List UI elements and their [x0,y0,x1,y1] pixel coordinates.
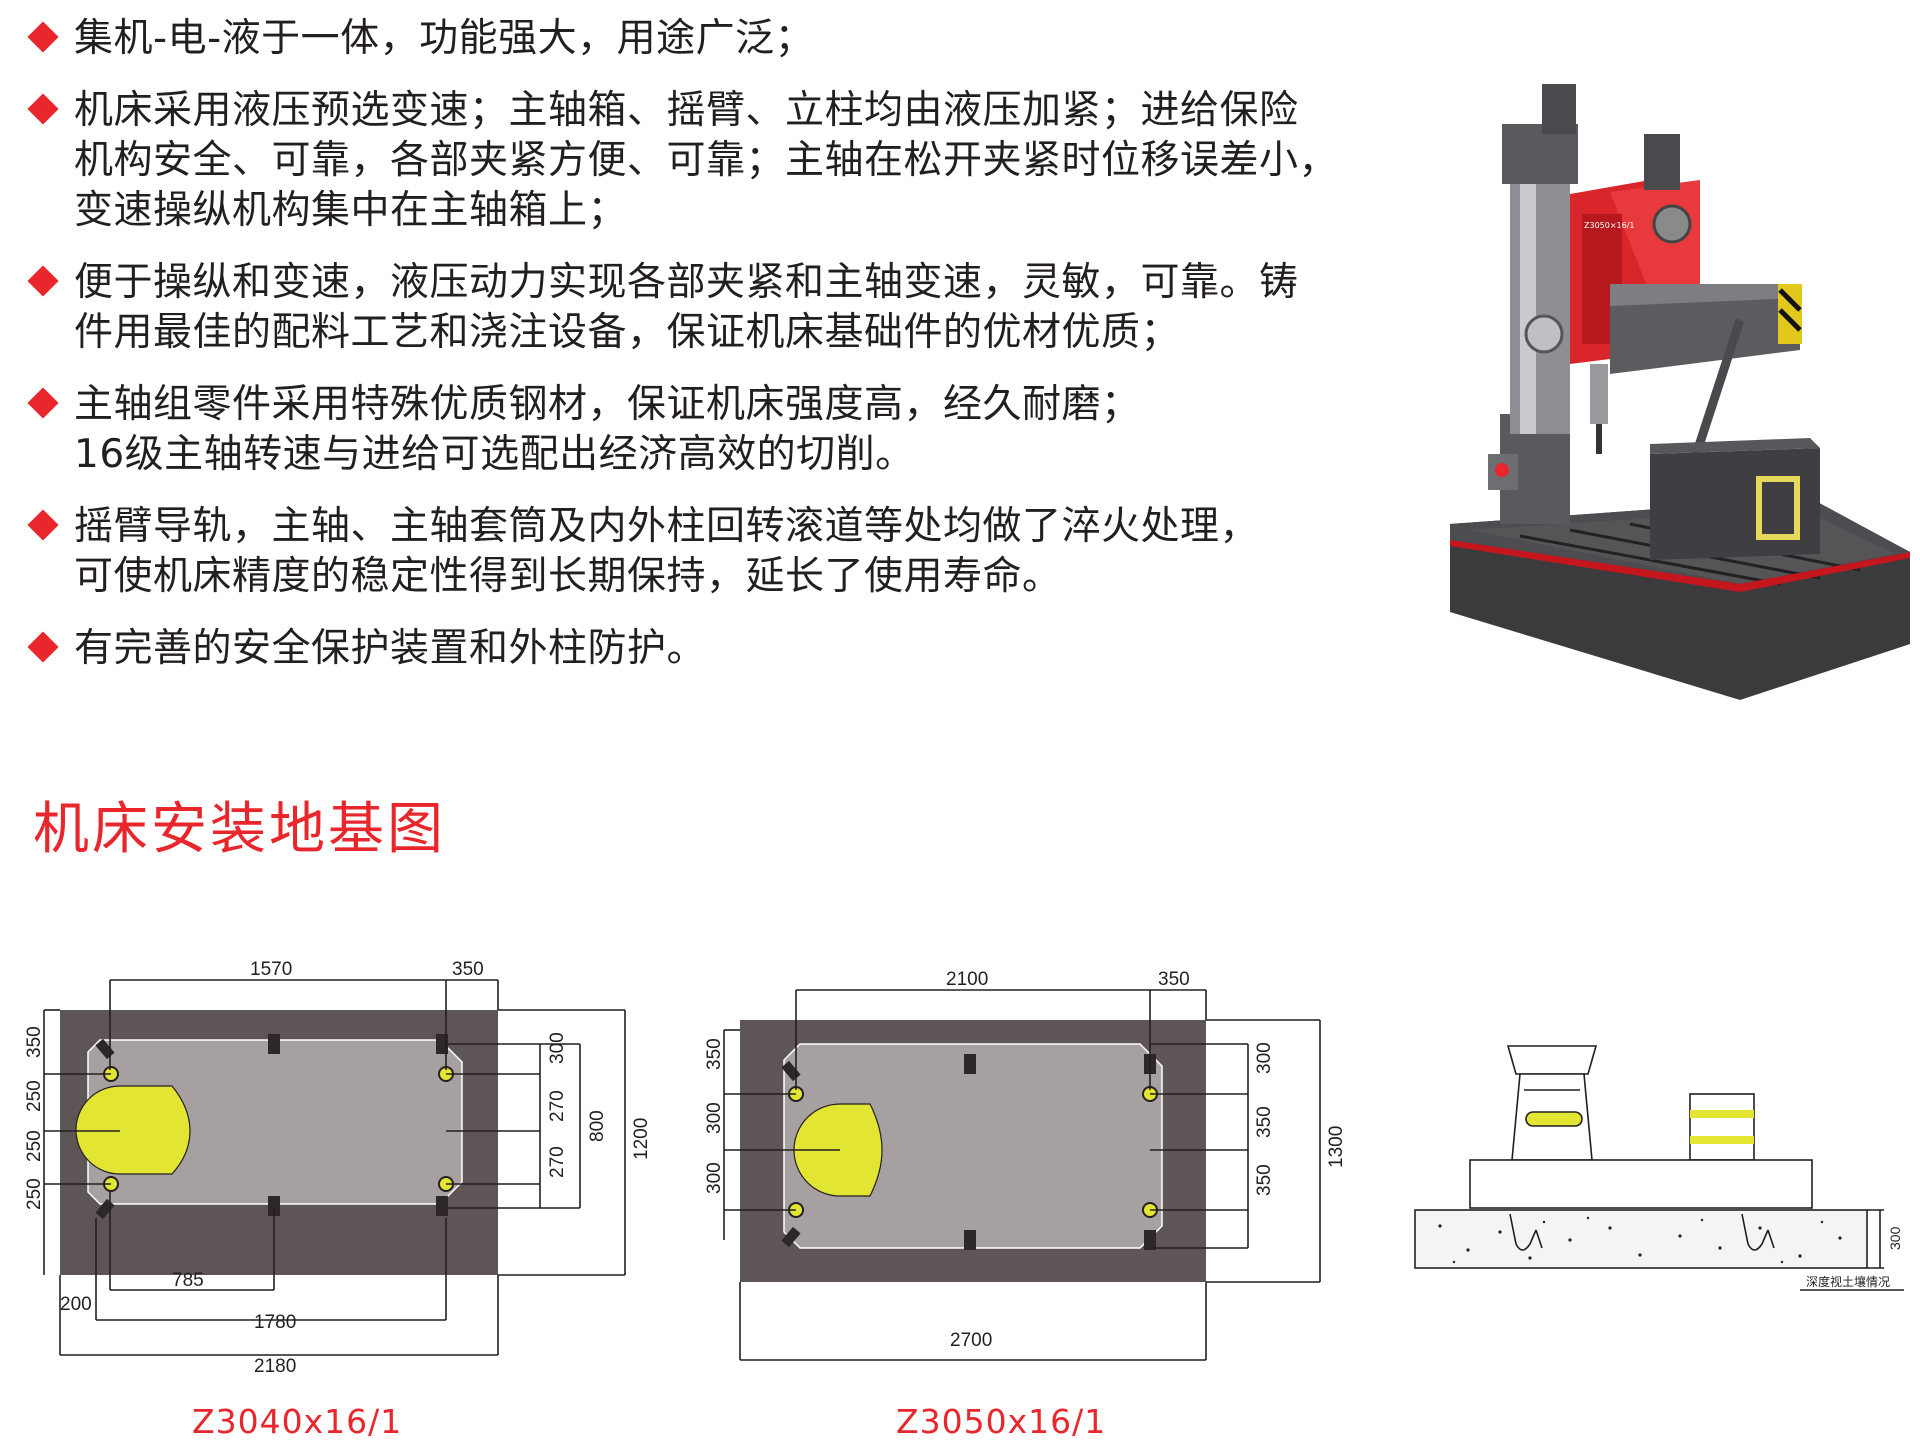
radial-drill-illustration: Z3050×16/1 [1450,84,1910,700]
feature-line: 可使机床精度的稳定性得到长期保持，延长了使用寿命。 [74,554,1062,599]
feature-list: 集机-电-液于一体，功能强大，用途广泛； 机床采用液压预选变速；主轴箱、摇臂、立柱… [22,14,1472,696]
dim-depth-300: 300 [1887,1226,1903,1250]
dim-270-right-1: 270 [547,1090,568,1122]
feature-line: 机床采用液压预选变速；主轴箱、摇臂、立柱均由液压加紧；进给保险 [74,88,1299,133]
feature-item: 有完善的安全保护装置和外柱防护。 [22,624,1472,674]
dim-250-left-2: 250 [24,1130,45,1162]
bullet-diamond-icon [27,93,59,125]
dim-350-left-2: 350 [704,1038,725,1070]
dim-270-right-2: 270 [547,1146,568,1178]
dim-300-left-1: 300 [704,1102,725,1134]
dim-350-left: 350 [24,1026,45,1058]
dim-2700: 2700 [950,1330,992,1351]
feature-line: 机构安全、可靠，各部夹紧方便、可靠；主轴在松开夹紧时位移误差小， [74,138,1339,183]
bullet-diamond-icon [27,265,59,297]
dim-350-top: 350 [452,959,484,980]
feature-item: 便于操纵和变速，液压动力实现各部夹紧和主轴变速，灵敏，可靠。铸件用最佳的配料工艺… [22,258,1472,358]
dim-250-left-1: 250 [24,1080,45,1112]
dim-300-right-2: 300 [1254,1042,1275,1074]
dim-800: 800 [587,1110,608,1142]
dim-785: 785 [172,1270,204,1291]
feature-line: 摇臂导轨，主轴、主轴套筒及内外柱回转滚道等处均做了淬火处理， [74,504,1260,549]
dim-300-left-2: 300 [704,1162,725,1194]
feature-line: 16级主轴转速与进给可选配出经济高效的切削。 [74,432,915,477]
feature-item: 机床采用液压预选变速；主轴箱、摇臂、立柱均由液压加紧；进给保险机构安全、可靠，各… [22,86,1472,236]
bullet-diamond-icon [27,387,59,419]
bullet-diamond-icon [27,631,59,663]
foundation-plan-z3040 [43,979,626,1356]
dim-200: 200 [60,1294,92,1315]
feature-line: 件用最佳的配料工艺和浇注设备，保证机床基础件的优材优质； [74,310,1181,355]
dim-350-right-1: 350 [1254,1106,1275,1138]
feature-line: 变速操纵机构集中在主轴箱上； [74,188,628,233]
dim-1780: 1780 [254,1312,296,1333]
dim-300-right: 300 [547,1032,568,1064]
bullet-diamond-icon [27,21,59,53]
feature-item: 主轴组零件采用特殊优质钢材，保证机床强度高，经久耐磨； 16级主轴转速与进给可选配… [22,380,1472,480]
dim-250-left-3: 250 [24,1178,45,1210]
feature-line: 便于操纵和变速，液压动力实现各部夹紧和主轴变速，灵敏，可靠。铸 [74,260,1299,305]
machine-plate-text: Z3050×16/1 [1584,221,1635,230]
dim-2180: 2180 [254,1356,296,1377]
feature-line: 有完善的安全保护装置和外柱防护。 [74,626,707,671]
dim-350-right-2: 350 [1254,1164,1275,1196]
section-title: 机床安装地基图 [33,797,446,862]
depth-note: 深度视土壤情况 [1806,1274,1890,1289]
dim-1570: 1570 [250,959,292,980]
feature-item: 集机-电-液于一体，功能强大，用途广泛； [22,14,1472,64]
foundation-plan-z3050 [723,989,1321,1361]
feature-line: 主轴组零件采用特殊优质钢材，保证机床强度高，经久耐磨； [74,382,1141,427]
dim-1200: 1200 [631,1118,652,1160]
bullet-diamond-icon [27,509,59,541]
foundation-section-view [1414,1045,1904,1291]
dim-1300: 1300 [1326,1126,1347,1168]
model-label-z3050: Z3050x16/1 [896,1402,1107,1441]
dim-2100: 2100 [946,969,988,990]
model-label-z3040: Z3040x16/1 [192,1402,403,1441]
dim-350-top-2: 350 [1158,969,1190,990]
feature-item: 摇臂导轨，主轴、主轴套筒及内外柱回转滚道等处均做了淬火处理， 可使机床精度的稳定性… [22,502,1472,602]
feature-line: 集机-电-液于一体，功能强大，用途广泛； [74,16,815,61]
